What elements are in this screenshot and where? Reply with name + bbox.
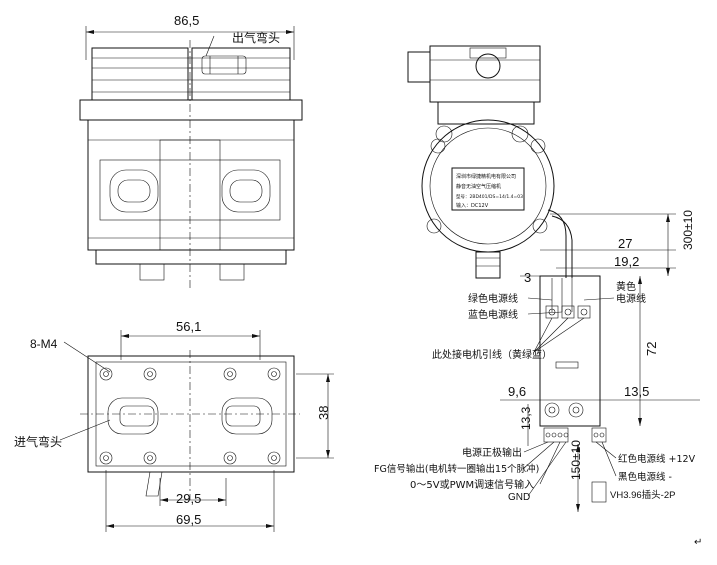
- label-yellow: 黄色: [616, 280, 636, 293]
- dim-hole-right: 13,5: [624, 384, 649, 399]
- label-power-line: 电源线: [616, 292, 646, 305]
- label-screw-spec: 8-M4: [30, 337, 58, 351]
- dim-hole-left: 9,6: [508, 384, 526, 399]
- label-inlet-elbow: 进气弯头: [14, 434, 62, 449]
- label-speed-in: 0～5V或PWM调速信号输入: [410, 478, 534, 491]
- dim-height-38: 38: [316, 406, 331, 420]
- label-blue-power: 蓝色电源线: [468, 308, 518, 321]
- dim-top-width: 86,5: [174, 13, 199, 28]
- dim-pcb-edge: 3: [524, 270, 531, 285]
- nameplate-line3: 型号：2BD401/DS=14/1.4=03: [456, 193, 523, 200]
- label-plug: VH3.96插头-2P: [610, 489, 675, 501]
- front-view: 86,5 出气弯头: [79, 13, 303, 290]
- pcb-view: 300±10 27 19,2 3 黄色 电源线 绿色电源线 蓝色电: [374, 210, 700, 512]
- dim-pcb-width: 27: [618, 236, 632, 251]
- label-motor-leads: 此处接电机引线（黄绿蓝）: [432, 348, 552, 361]
- side-view: 深圳市绿捷精机电有限公司 静音无油空气压缩机 型号：2BD401/DS=14/1…: [407, 45, 676, 279]
- dim-pcb-height: 72: [644, 342, 659, 356]
- dim-pcb-inner: 19,2: [614, 254, 639, 269]
- label-outlet-elbow: 出气弯头: [232, 30, 280, 45]
- nameplate-line4: 输入：DC12V: [456, 202, 489, 209]
- dim-lead-length: 150±10: [569, 440, 583, 480]
- dim-hole-v: 13,3: [519, 406, 533, 430]
- dim-cable-length: 300±10: [681, 210, 695, 250]
- bottom-view: 56,1 8-M4 进气弯头 38: [14, 319, 334, 532]
- dim-mount-width: 56,1: [176, 319, 201, 334]
- nameplate-line1: 深圳市绿捷精机电有限公司: [456, 173, 516, 180]
- label-fg-out: FG信号输出(电机转一圈输出15个脉冲): [374, 463, 539, 475]
- label-black-power: 黑色电源线 -: [618, 471, 672, 483]
- nameplate-line2: 静音无油空气压缩机: [456, 183, 501, 190]
- dim-bottom-width-1: 29,5: [176, 491, 201, 506]
- dim-bottom-width-2: 69,5: [176, 512, 201, 527]
- label-pos-out: 电源正极输出: [462, 446, 522, 459]
- label-green-power: 绿色电源线: [468, 292, 518, 305]
- corner-mark: ↵: [694, 537, 702, 548]
- label-red-power: 红色电源线 +12V: [618, 453, 696, 465]
- label-gnd: GND: [508, 492, 530, 503]
